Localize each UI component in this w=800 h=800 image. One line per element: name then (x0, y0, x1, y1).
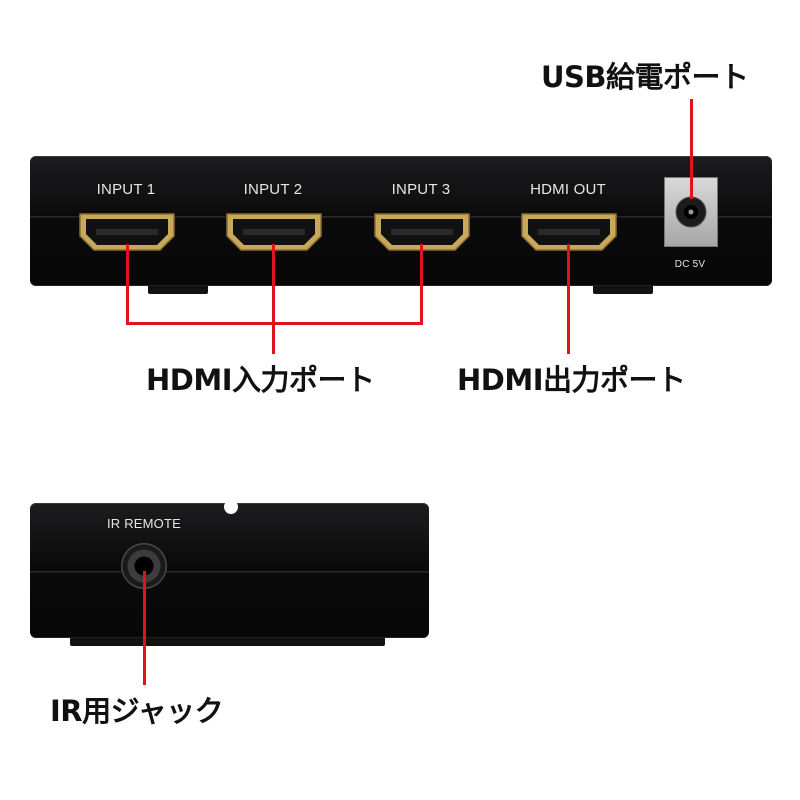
callout-usb-power-label: USB給電ポート (541, 60, 749, 94)
port-label-input-1: INPUT 1 (96, 181, 156, 198)
port-label-input-3: INPUT 3 (391, 181, 451, 198)
callout-ir-jack-label: IR用ジャック (50, 694, 224, 728)
callout-line-input-2 (272, 244, 275, 354)
callout-line-input-3 (420, 244, 423, 325)
hdmi-port-input-1[interactable] (78, 212, 176, 252)
side-device-foot (70, 638, 385, 646)
callout-line-ir (143, 571, 146, 685)
callout-line-usb (690, 99, 693, 199)
callout-hdmi-output-label: HDMI出力ポート (457, 363, 686, 397)
port-label-input-2: INPUT 2 (243, 181, 303, 198)
dc-5v-label: DC 5V (674, 259, 706, 270)
hdmi-port-output[interactable] (520, 212, 618, 252)
device-foot-left (148, 286, 208, 294)
callout-line-input-bracket (126, 322, 423, 325)
port-label-hdmi-out: HDMI OUT (530, 181, 606, 198)
callout-line-input-1 (126, 244, 129, 325)
callout-hdmi-input-label: HDMI入力ポート (146, 363, 375, 397)
hdmi-port-input-2[interactable] (225, 212, 323, 252)
hdmi-port-input-3[interactable] (373, 212, 471, 252)
switcher-side-panel (30, 503, 429, 638)
side-panel-notch (224, 500, 238, 514)
device-foot-right (593, 286, 653, 294)
side-panel-seam (30, 571, 429, 573)
ir-remote-label: IR REMOTE (106, 516, 182, 531)
callout-line-output (567, 244, 570, 354)
